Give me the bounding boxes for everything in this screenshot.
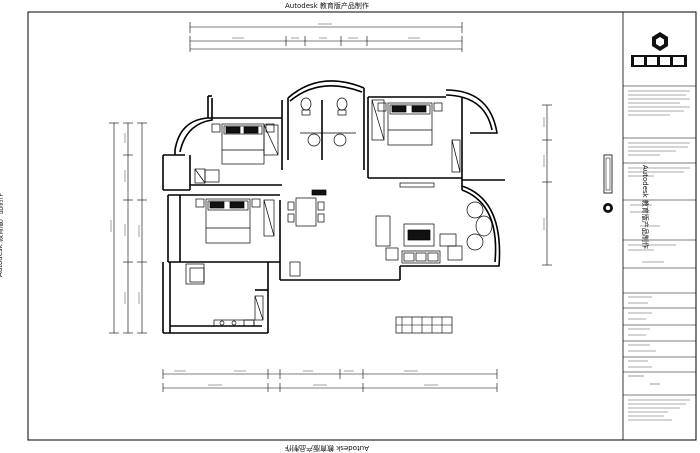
dimension-labels [110, 23, 545, 386]
dimension-lines [109, 22, 552, 392]
title-block [622, 12, 696, 440]
dining-table [287, 189, 327, 227]
furniture [185, 97, 493, 334]
bed-1 [211, 123, 275, 165]
sofa [375, 215, 463, 264]
walls [162, 80, 505, 334]
logo [631, 32, 687, 67]
watermark-top: Autodesk 教育版产品制作 [285, 2, 369, 10]
north-arrow-icon [603, 154, 613, 194]
bed-3 [195, 198, 261, 244]
compass-icon [603, 203, 613, 213]
drawing-frame [27, 11, 697, 441]
bed-2 [377, 102, 443, 146]
